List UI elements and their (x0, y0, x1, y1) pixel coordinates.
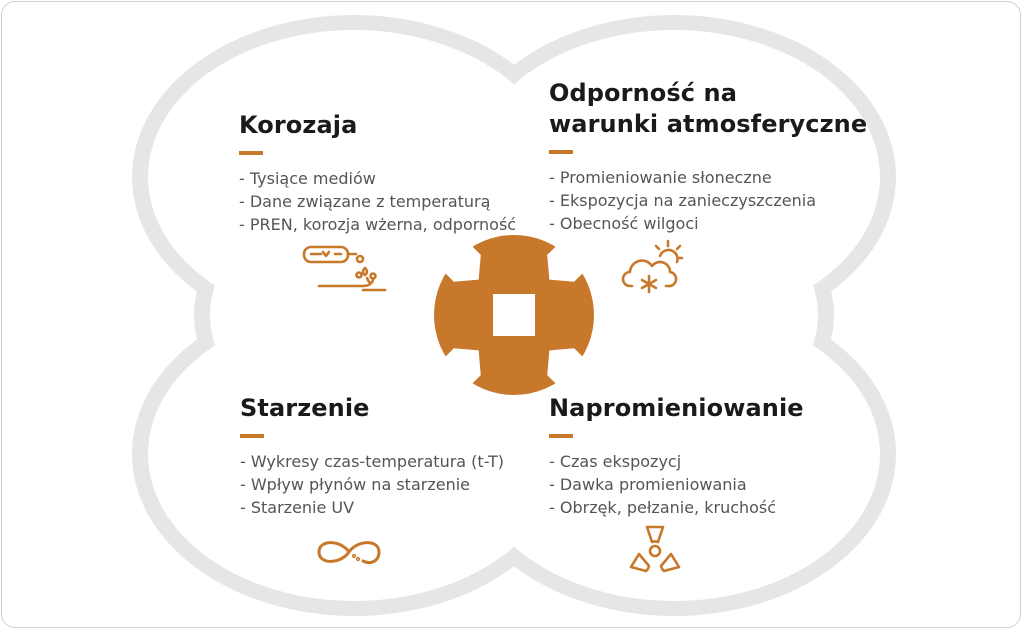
quadrant-list: - Tysiące mediów - Dane związane z tempe… (239, 167, 516, 236)
list-item: - Dawka promieniowania (549, 475, 747, 494)
accent-bar (239, 151, 263, 155)
list-item: - Dane związane z temperaturą (239, 192, 491, 211)
quadrant-title: Starzenie (240, 394, 370, 422)
weather-sun-cloud-snow-icon (621, 239, 684, 294)
infinity-icon (317, 541, 381, 565)
quadrant-list: - Wykresy czas-temperatura (t-T) - Wpływ… (240, 450, 504, 519)
list-item: - Promieniowanie słoneczne (549, 168, 772, 187)
accent-bar (549, 434, 573, 438)
quadrant-corrosion: Korozaja - Tysiące mediów - Dane związan… (239, 110, 516, 236)
list-item: - Tysiące mediów (239, 169, 376, 188)
list-item: - Obrzęk, pełzanie, kruchość (549, 498, 777, 517)
quadrant-aging: Starzenie - Wykresy czas-temperatura (t-… (240, 393, 504, 519)
list-item: - Ekspozycja na zanieczyszczenia (549, 191, 817, 210)
quadrant-irradiation: Napromieniowanie - Czas ekspozycj - Dawk… (549, 393, 804, 519)
list-item: - Czas ekspozycj (549, 452, 682, 471)
quadrant-title: Korozaja (239, 111, 358, 139)
list-item: - Wpływ płynów na starzenie (240, 475, 470, 494)
quadrant-list: - Promieniowanie słoneczne - Ekspozycja … (549, 166, 867, 235)
accent-bar (549, 150, 573, 154)
quadrant-title: Napromieniowanie (549, 394, 804, 422)
list-item: - PREN, korozja wżerna, odporność (239, 215, 517, 234)
test-tube-drops-icon (302, 245, 387, 292)
list-item: - Obecność wilgoci (549, 214, 699, 233)
inner-lobes (148, 30, 880, 601)
accent-bar (240, 434, 264, 438)
list-item: - Wykresy czas-temperatura (t-T) (240, 452, 505, 471)
quadrant-list: - Czas ekspozycj - Dawka promieniowania … (549, 450, 804, 519)
radiation-icon (629, 525, 681, 573)
arrows-converging-square-icon (434, 235, 594, 395)
list-item: - Starzenie UV (240, 498, 355, 517)
